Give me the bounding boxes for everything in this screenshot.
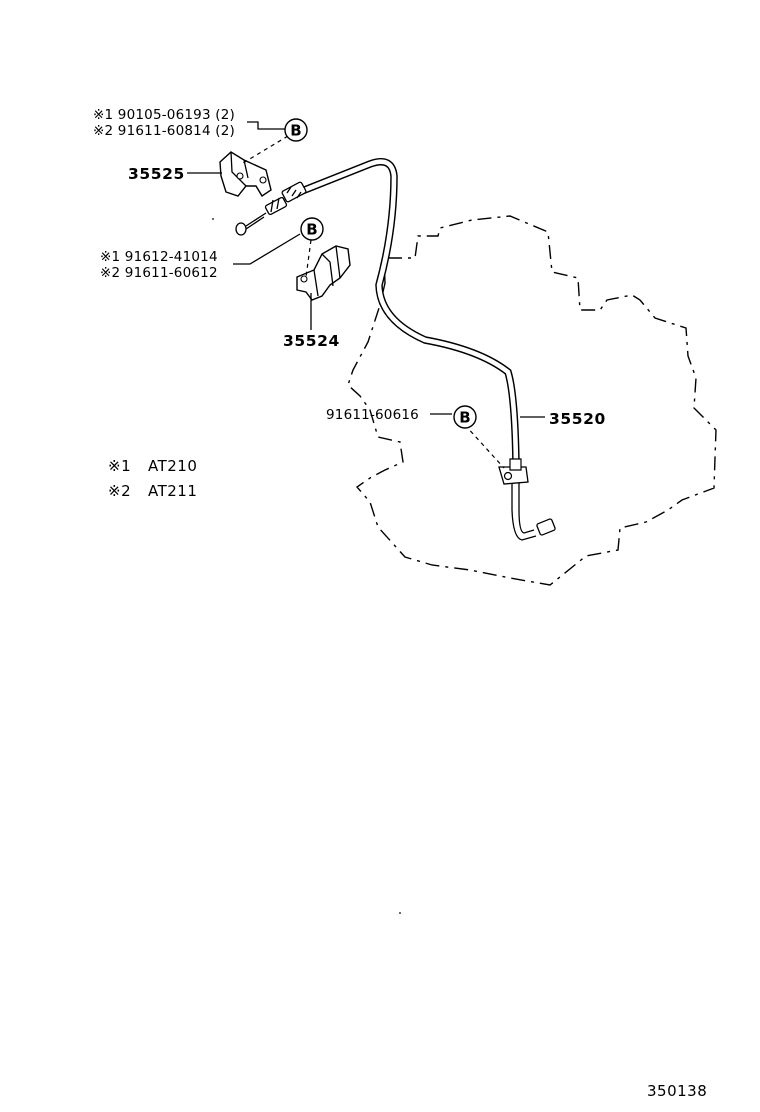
callout-a1: ※1 90105-06193 (2) <box>93 107 235 123</box>
legend-mark-2: ※2 <box>108 482 131 500</box>
transmission-outline <box>347 215 717 586</box>
illustration-number: 350138 <box>647 1082 707 1100</box>
callout-b1: ※1 91612-41014 <box>100 249 218 265</box>
svg-text:B: B <box>290 122 301 140</box>
svg-text:B: B <box>459 409 470 427</box>
throttle-cable <box>235 158 556 541</box>
part-number-cable: 35520 <box>549 410 606 428</box>
circle-mark-b-lower: B <box>453 405 477 429</box>
speck <box>212 218 214 220</box>
callout-a2: ※2 91611-60814 (2) <box>93 123 235 139</box>
legend-model-2: AT211 <box>148 482 197 500</box>
part-number-bracket-lower: 35524 <box>283 332 340 350</box>
part-number-bracket-upper: 35525 <box>128 165 185 183</box>
svg-text:B: B <box>306 221 317 239</box>
circle-mark-b-upper: B <box>284 118 308 142</box>
leader-lines <box>187 121 545 469</box>
bracket-upper <box>219 151 272 197</box>
legend-mark-1: ※1 <box>108 457 131 475</box>
callout-b2: ※2 91611-60612 <box>100 265 218 281</box>
legend-model-1: AT210 <box>148 457 197 475</box>
bracket-lower <box>296 245 351 301</box>
circle-mark-b-middle: B <box>300 217 324 241</box>
speck <box>399 912 401 914</box>
callout-c1: 91611-60616 <box>326 407 419 423</box>
